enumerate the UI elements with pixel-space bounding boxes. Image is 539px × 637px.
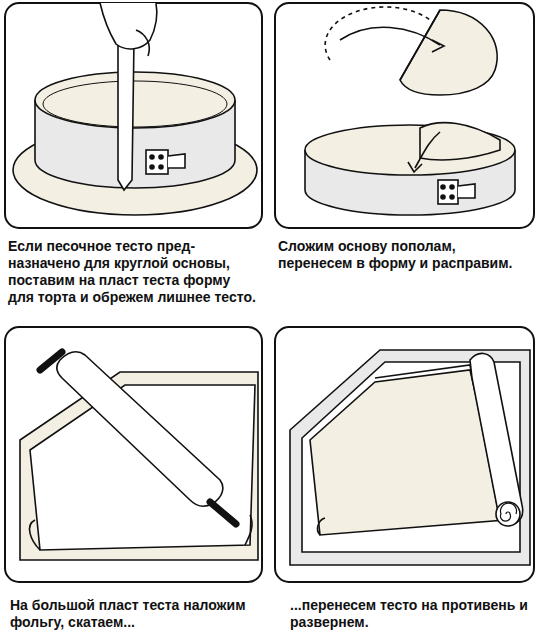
- caption-text: Если песочное тесто пред- назначено для …: [8, 238, 260, 306]
- caption-text: Сложим основу пополам, перенесем в форму…: [278, 238, 518, 272]
- caption-text: На большой пласт теста наложим фольгу, с…: [10, 597, 260, 631]
- caption-text: ...перенесем тесто на противень и развер…: [290, 597, 530, 631]
